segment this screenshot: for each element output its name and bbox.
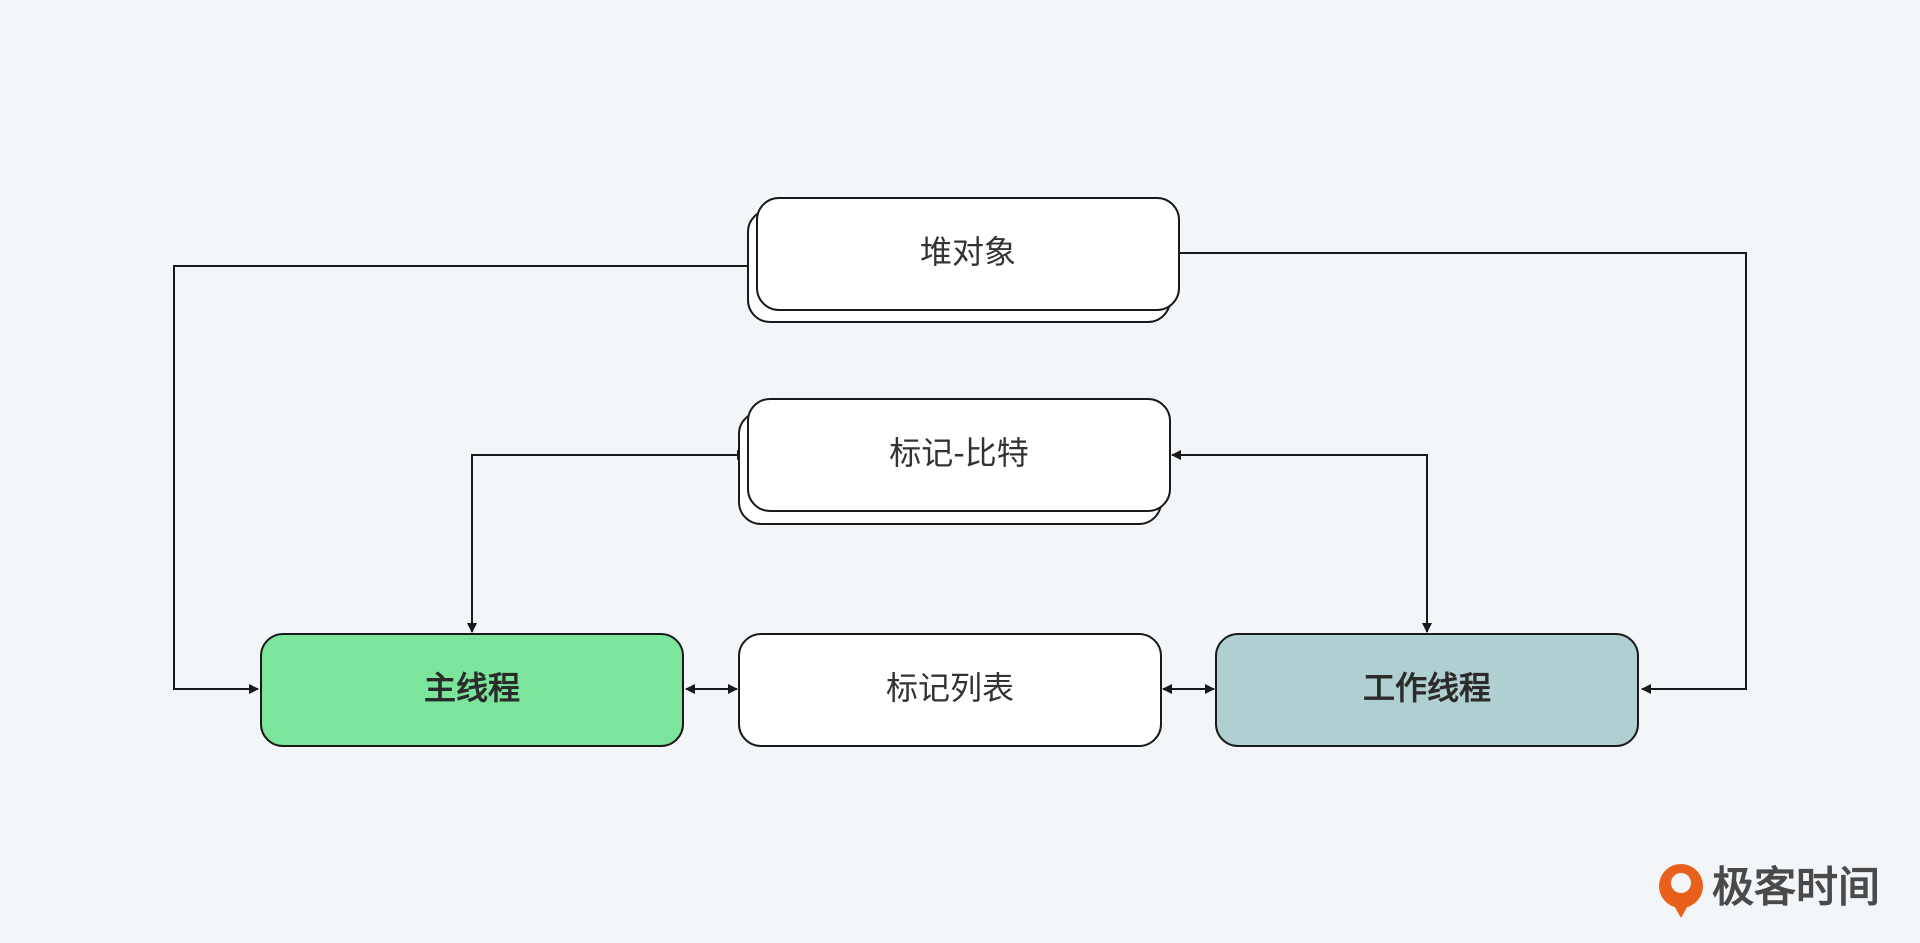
brand-name: 极客时间 xyxy=(1712,863,1880,912)
mark-bits-box xyxy=(747,398,1171,512)
mark-list-box xyxy=(738,633,1162,747)
node-mark-list: 标记列表 xyxy=(738,633,1162,747)
node-main-thread: 主线程 xyxy=(260,633,684,747)
geektime-logo-icon xyxy=(1659,864,1703,918)
edge-worker-mark-bits xyxy=(1171,450,1432,633)
edge-heap-to-worker xyxy=(1178,252,1747,694)
mark-bits-label: 标记-比特 xyxy=(889,434,1029,472)
edge-main-mark-bits xyxy=(467,450,747,633)
worker-thread-label: 工作线程 xyxy=(1363,669,1491,707)
heap-objects-label: 堆对象 xyxy=(920,233,1016,271)
worker-thread-box xyxy=(1215,633,1639,747)
brand-watermark: 极客时间 xyxy=(1659,863,1880,918)
node-worker-thread: 工作线程 xyxy=(1215,633,1639,747)
mark-list-label: 标记列表 xyxy=(886,669,1014,707)
main-thread-box xyxy=(260,633,684,747)
edge-heap-to-main xyxy=(173,265,748,694)
node-heap-objects: 堆对象 xyxy=(747,197,1180,323)
heap-objects-box xyxy=(756,197,1180,311)
main-thread-label: 主线程 xyxy=(424,669,520,707)
connectors xyxy=(173,252,1747,694)
node-mark-bits: 标记-比特 xyxy=(738,398,1171,525)
